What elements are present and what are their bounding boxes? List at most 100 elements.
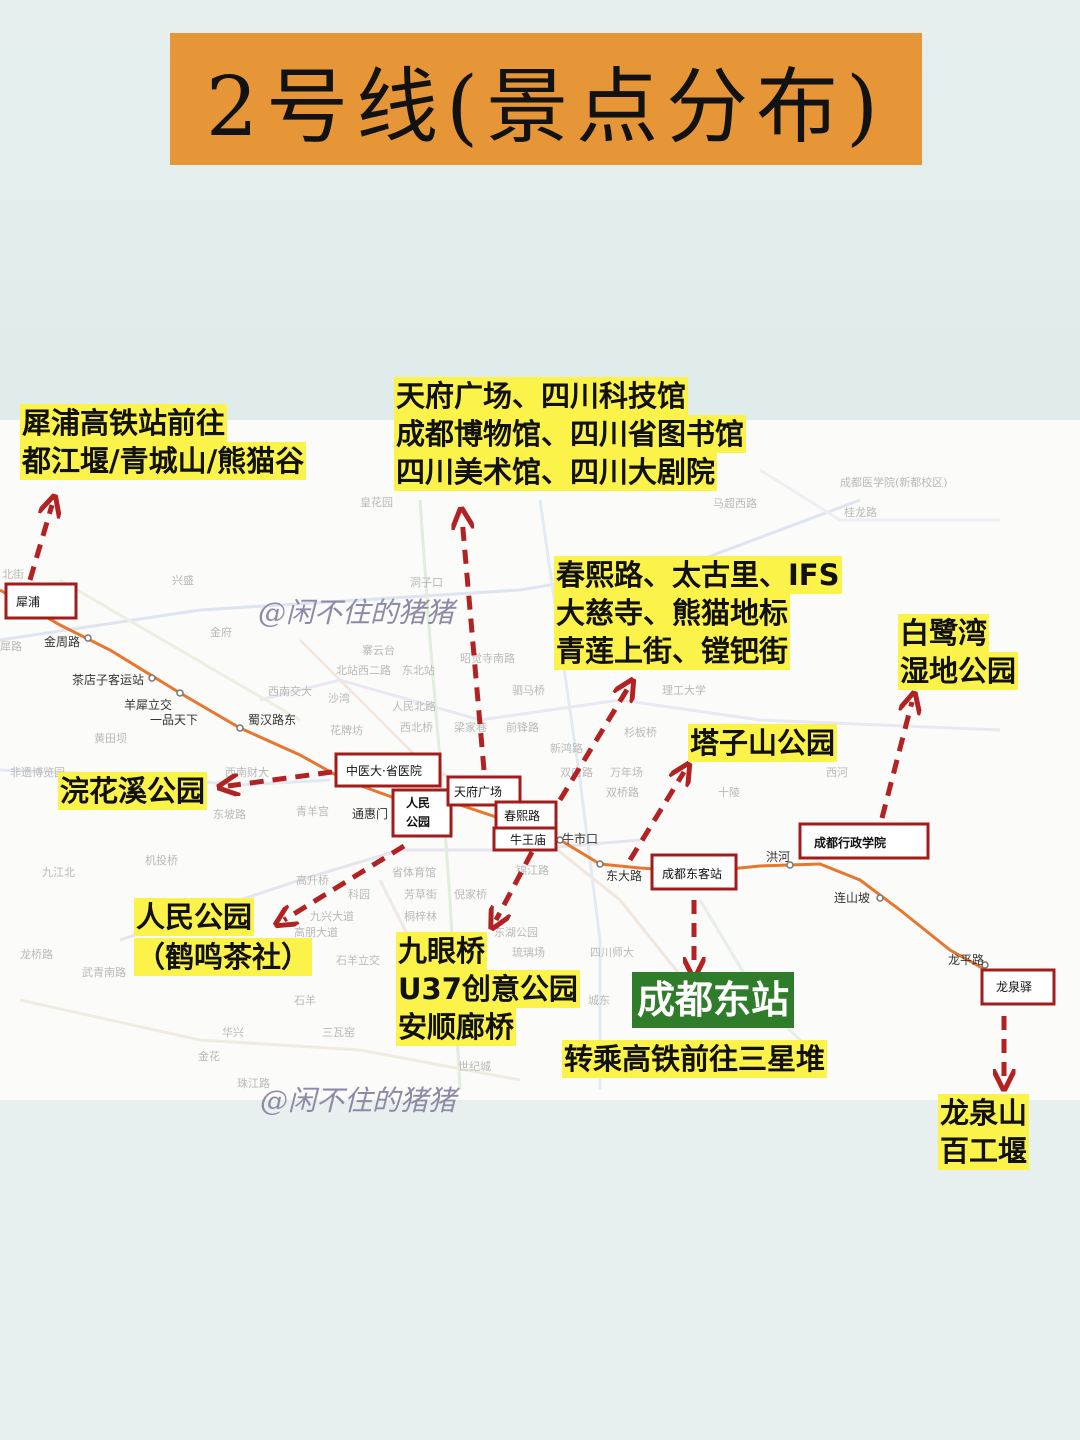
faint-station-labels: 北街 兴盛 金府 犀路 黄田坝 非遗博览园 西南财大 东坡路 青羊宫 机投桥 九… bbox=[0, 475, 948, 1090]
faint-station: 科园 bbox=[348, 887, 370, 901]
station-tonghui: 通惠门 bbox=[352, 806, 388, 821]
title-banner: 2号线(景点分布) bbox=[170, 33, 922, 165]
dot-longpinglu bbox=[981, 961, 989, 969]
faint-station: 高升桥 bbox=[296, 873, 329, 887]
faint-station: 万年场 bbox=[610, 765, 643, 779]
faint-station: 华兴 bbox=[222, 1025, 244, 1039]
faint-station: 新鸿路 bbox=[550, 741, 583, 755]
label-transfer: 转乘高铁前往三星堆 bbox=[562, 1040, 828, 1078]
faint-station: 理工大学 bbox=[662, 683, 706, 697]
dot-dongdalu bbox=[596, 860, 604, 868]
faint-station: 人民北路 bbox=[392, 700, 436, 713]
faint-station: 城东 bbox=[588, 994, 610, 1007]
arrow-huanhuaxi bbox=[228, 769, 333, 786]
faint-station: 桂龙路 bbox=[844, 505, 877, 519]
faint-station: 芳草街 bbox=[404, 887, 437, 901]
label-jiuyanqiao-2: U37创意公园 bbox=[396, 970, 580, 1008]
faint-station: 北街 bbox=[2, 567, 24, 581]
label-jiuyanqiao-3: 安顺廊桥 bbox=[396, 1008, 517, 1046]
faint-station: 三瓦窑 bbox=[322, 1025, 355, 1039]
faint-station: 石羊立交 bbox=[336, 953, 380, 967]
faint-station: 机投桥 bbox=[145, 853, 178, 867]
faint-station: 黄田坝 bbox=[94, 731, 127, 745]
label-renmin-2: （鹤鸣茶社） bbox=[134, 938, 313, 976]
watermark-top: @闲不住的猪猪 bbox=[258, 596, 458, 629]
faint-station: 西南财大 bbox=[225, 765, 269, 779]
faint-station: 东坡路 bbox=[213, 808, 246, 821]
faint-station: 马超西路 bbox=[713, 496, 757, 510]
faint-station: 洞子口 bbox=[410, 576, 443, 589]
faint-station: 非遗博览园 bbox=[10, 765, 65, 779]
faint-station: 花牌坊 bbox=[330, 723, 363, 737]
station-xipu: 犀浦 bbox=[16, 595, 40, 609]
label-longquan-2: 百工堰 bbox=[938, 1132, 1030, 1170]
label-chunxi-3: 青莲上街、镗钯街 bbox=[554, 632, 791, 670]
faint-station: 驷马桥 bbox=[512, 684, 545, 697]
station-renmin-1: 人民 bbox=[406, 795, 430, 810]
station-xingzheng: 成都行政学院 bbox=[814, 835, 886, 850]
box-longquanyi bbox=[980, 968, 1056, 1006]
bg-line-5 bbox=[538, 499, 602, 1090]
faint-station: 桐梓林 bbox=[404, 909, 437, 923]
box-xipu bbox=[4, 582, 78, 620]
station-tianfu: 天府广场 bbox=[454, 784, 502, 799]
station-renmin-2: 公园 bbox=[406, 815, 430, 829]
faint-station: 九兴大道 bbox=[310, 909, 354, 923]
bg-line-10 bbox=[759, 468, 1000, 522]
dot-jinzhou bbox=[84, 634, 92, 642]
arrow-tianfu bbox=[462, 518, 487, 771]
faint-station: 省体育馆 bbox=[392, 865, 436, 879]
label-tianfu-1: 天府广场、四川科技馆 bbox=[394, 377, 689, 415]
boxed-station-labels: 犀浦 中医大·省医院 人民 公园 天府广场 春熙路 牛王庙 成都东客站 成都行政… bbox=[16, 595, 1032, 994]
label-renmin-1: 人民公园 bbox=[134, 898, 255, 936]
label-jiuyanqiao-1: 九眼桥 bbox=[396, 932, 488, 970]
station-dongdalu: 东大路 bbox=[606, 868, 642, 883]
line2-station-labels: 金周路 茶店子客运站 羊犀立交 一品天下 蜀汉路东 通惠门 牛市口 东大路 洪河… bbox=[44, 634, 984, 967]
faint-station: 龙桥路 bbox=[20, 948, 53, 961]
bg-line-11 bbox=[59, 578, 301, 722]
faint-station: 北站西二路 bbox=[336, 663, 391, 677]
station-honghe: 洪河 bbox=[766, 850, 790, 864]
dot-shuhan bbox=[236, 724, 244, 732]
faint-station: 珠江路 bbox=[237, 1076, 270, 1090]
dot-honghe bbox=[786, 861, 794, 869]
faint-station: 青羊宫 bbox=[296, 804, 329, 818]
station-chadianzi: 茶店子客运站 bbox=[72, 672, 144, 687]
faint-station: 前锋路 bbox=[506, 720, 539, 734]
faint-station: 皇花园 bbox=[360, 495, 393, 509]
station-longpinglu: 龙平路 bbox=[948, 952, 984, 967]
bg-line-7 bbox=[19, 998, 521, 1082]
faint-station: 石羊 bbox=[294, 993, 316, 1007]
label-bailuwan-1: 白鹭湾 bbox=[898, 614, 990, 652]
arrow-tazishan bbox=[627, 772, 684, 862]
station-dongkezhan: 成都东客站 bbox=[662, 866, 722, 881]
label-chengdudong: 成都东站 bbox=[632, 972, 794, 1028]
label-bailuwan-2: 湿地公园 bbox=[898, 652, 1019, 690]
faint-station: 西南交大 bbox=[268, 684, 312, 698]
boxed-stations bbox=[4, 582, 1056, 1006]
faint-station: 成都医学院(新都校区) bbox=[840, 475, 948, 489]
arrow-xipu bbox=[27, 505, 52, 581]
bg-line-1 bbox=[0, 498, 861, 642]
faint-station: 西北桥 bbox=[400, 721, 433, 734]
arrow-jiuyanqiao bbox=[496, 850, 535, 920]
line2-stations bbox=[84, 634, 989, 969]
station-niuwangmiao: 牛王庙 bbox=[510, 832, 546, 847]
box-xingzheng bbox=[798, 822, 930, 860]
arrows bbox=[27, 505, 1004, 1080]
faint-station: 高朋大道 bbox=[294, 925, 338, 939]
faint-station: 锦江路 bbox=[516, 863, 549, 877]
faint-station: 东湖公园 bbox=[494, 926, 538, 939]
station-lianshanpo: 连山坡 bbox=[834, 890, 870, 905]
faint-station: 杉板桥 bbox=[624, 725, 657, 739]
box-tianfu bbox=[446, 775, 522, 807]
faint-station: 双桥路 bbox=[606, 786, 639, 799]
label-xipu-2: 都江堰/青城山/熊猫谷 bbox=[20, 442, 307, 480]
label-tianfu-2: 成都博物馆、四川省图书馆 bbox=[394, 415, 747, 453]
faint-station: 昭觉寺南路 bbox=[460, 652, 515, 665]
dot-yangxi bbox=[176, 689, 184, 697]
station-jinzhou: 金周路 bbox=[44, 634, 80, 649]
faint-station: 西河 bbox=[826, 766, 848, 779]
